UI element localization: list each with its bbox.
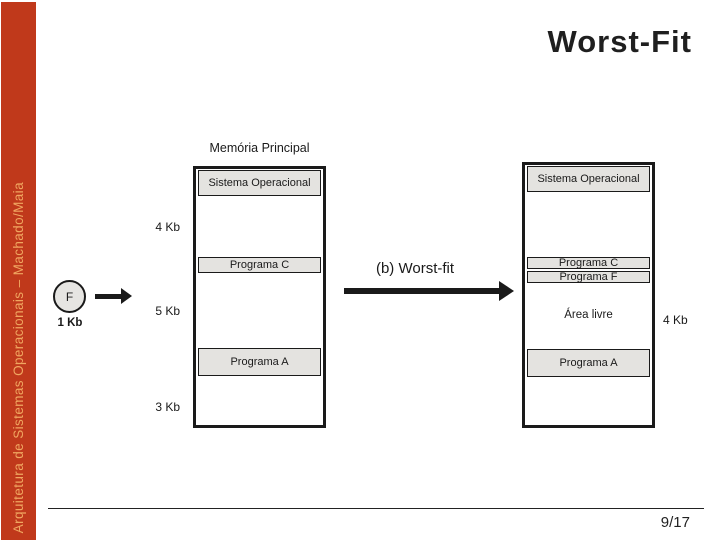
memory-diagram-title: Memória Principal bbox=[209, 141, 310, 155]
page-number: 9/17 bbox=[660, 514, 690, 531]
worst-fit-arrow-icon bbox=[344, 288, 500, 294]
free-block-label: F bbox=[65, 289, 74, 304]
free-block-circle: F bbox=[53, 280, 86, 313]
memory-segment bbox=[196, 377, 323, 425]
page-title: Worst-Fit bbox=[547, 24, 692, 59]
memory-segment: Sistema Operacional bbox=[198, 170, 321, 196]
size-label-4kb: 4 Kb bbox=[155, 220, 180, 234]
memory-block-before: Sistema Operacional Programa C Programa … bbox=[193, 166, 326, 428]
memory-segment: Programa A bbox=[527, 349, 650, 377]
memory-segment: Programa A bbox=[198, 348, 321, 376]
arrow-right-icon bbox=[121, 288, 132, 304]
sidebar: Arquitetura de Sistemas Operacionais – M… bbox=[1, 2, 36, 540]
memory-segment: Programa C bbox=[527, 257, 650, 269]
memory-segment bbox=[525, 193, 652, 256]
worst-fit-arrow-icon bbox=[499, 281, 514, 301]
sidebar-course-label: Arquitetura de Sistemas Operacionais – M… bbox=[11, 181, 26, 533]
memory-segment: Sistema Operacional bbox=[527, 166, 650, 192]
memory-segment: Área livre bbox=[525, 284, 652, 348]
arrow-right-icon bbox=[95, 294, 121, 299]
worst-fit-caption: (b) Worst-fit bbox=[375, 260, 455, 277]
free-block-size-label: 1 Kb bbox=[57, 317, 83, 329]
size-label-4kb-right: 4 Kb bbox=[663, 313, 688, 327]
memory-segment bbox=[196, 274, 323, 347]
memory-segment bbox=[196, 197, 323, 256]
memory-segment bbox=[525, 378, 652, 425]
size-label-5kb: 5 Kb bbox=[155, 304, 180, 318]
memory-block-after: Sistema Operacional Programa C Programa … bbox=[522, 162, 655, 428]
footer-divider bbox=[48, 508, 704, 509]
size-label-3kb: 3 Kb bbox=[155, 400, 180, 414]
memory-segment: Programa F bbox=[527, 271, 650, 283]
memory-segment: Programa C bbox=[198, 257, 321, 273]
